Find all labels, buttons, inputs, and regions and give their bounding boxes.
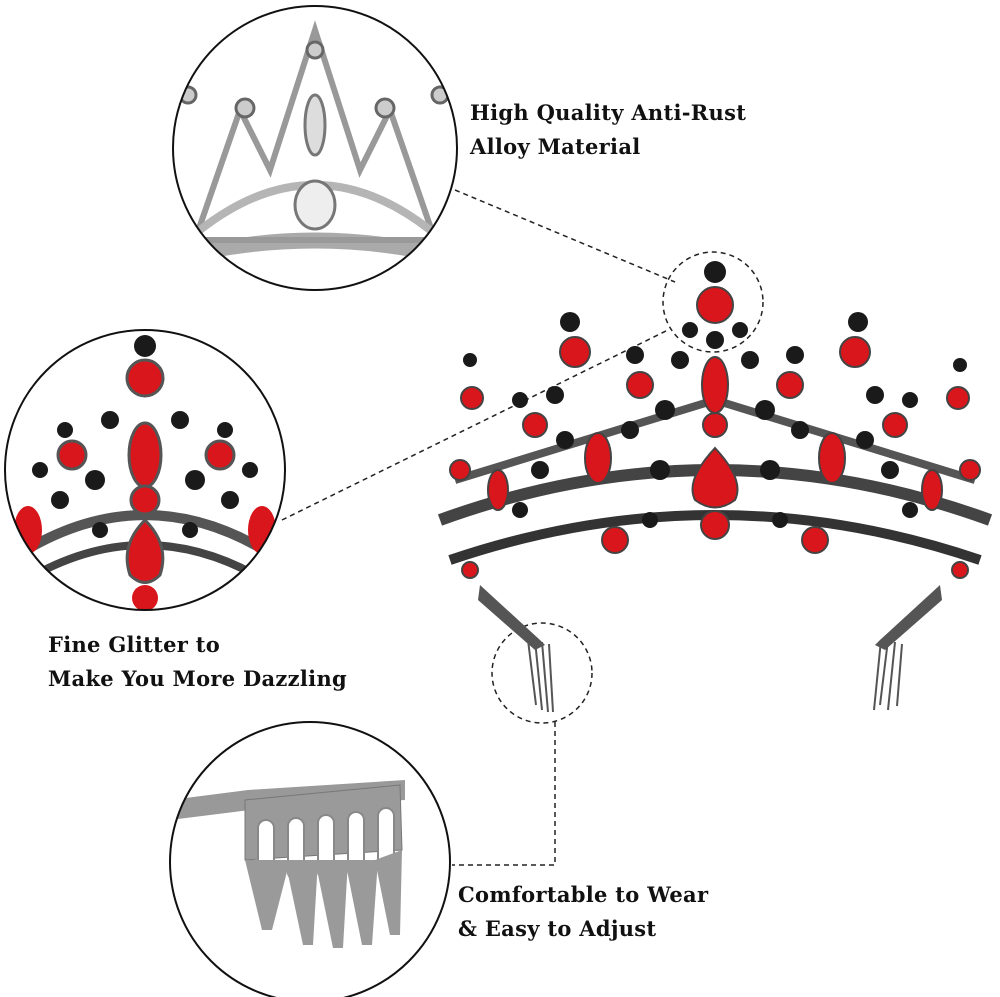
feature-comfort: Comfortable to Wear & Easy to Adjust: [458, 878, 708, 946]
leader-lines: [281, 189, 764, 866]
feature-glitter-line2: Make You More Dazzling: [48, 666, 347, 691]
feature-material-line1: High Quality Anti-Rust: [470, 100, 747, 125]
feature-glitter: Fine Glitter to Make You More Dazzling: [48, 628, 347, 696]
detail-circle-silver: [172, 5, 458, 291]
crown-top-highlight: [662, 251, 764, 353]
feature-glitter-line1: Fine Glitter to: [48, 632, 221, 657]
leader-line-comb: [452, 722, 556, 866]
leader-line-material: [454, 189, 676, 283]
feature-comfort-line1: Comfortable to Wear: [458, 882, 709, 907]
detail-circle-comb: [169, 721, 451, 997]
crown-product: [437, 261, 993, 713]
feature-material-line2: Alloy Material: [470, 134, 641, 159]
feature-comfort-line2: & Easy to Adjust: [458, 916, 657, 941]
detail-circle-gems: [4, 329, 286, 611]
feature-material: High Quality Anti-Rust Alloy Material: [470, 96, 746, 164]
comb-highlight: [491, 622, 593, 724]
